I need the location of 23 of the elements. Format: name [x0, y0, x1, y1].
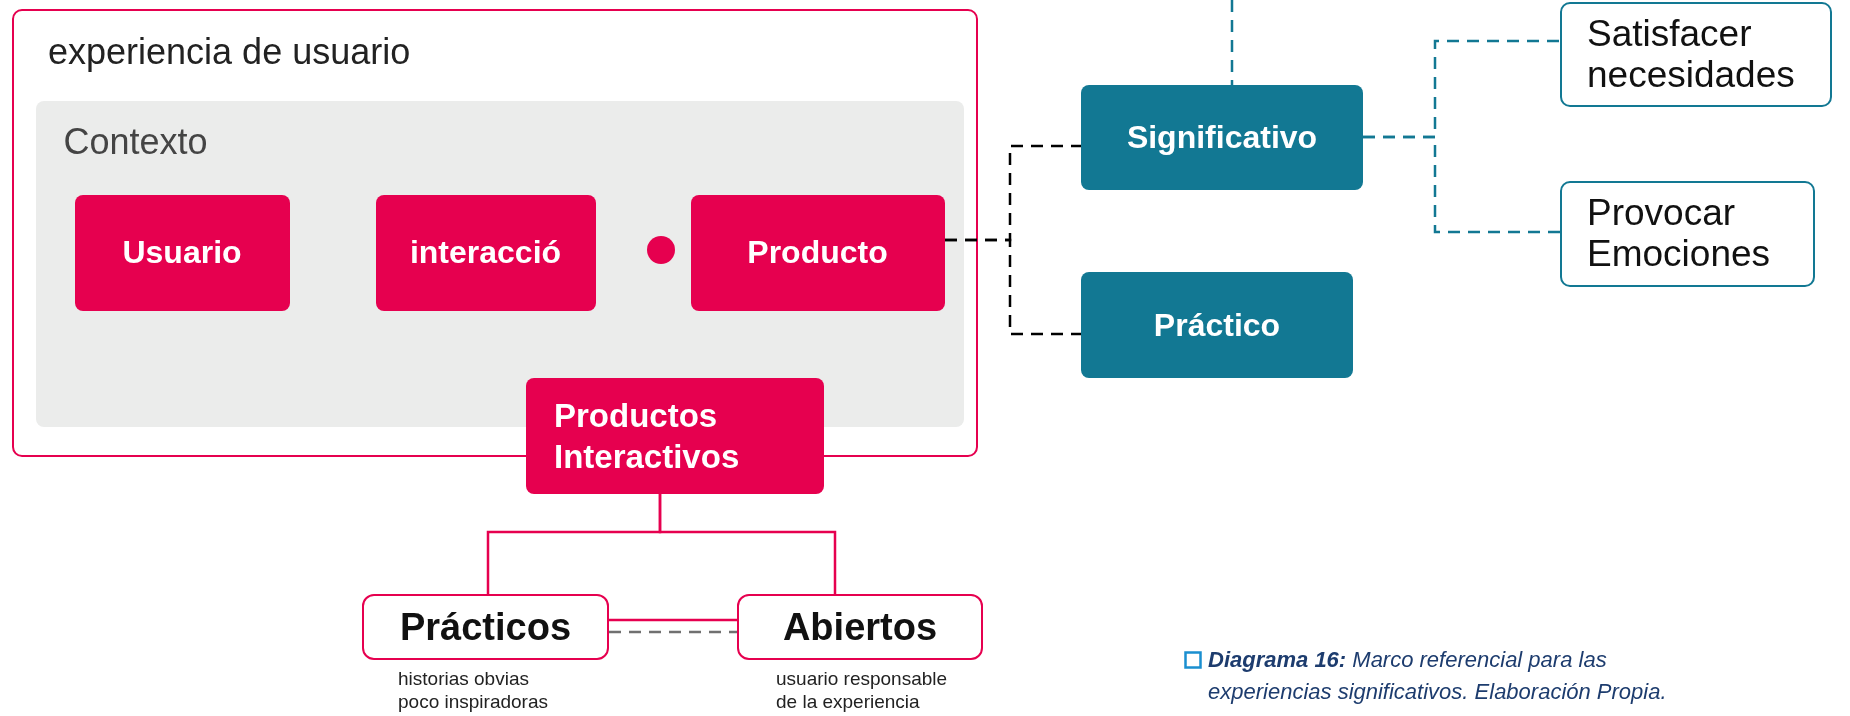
- category-box: Significativo: [1081, 85, 1363, 190]
- node-note: usuario responsable de la experiencia: [776, 668, 949, 714]
- node-note: historias obvias poco inspiradoras: [398, 668, 549, 714]
- context-panel: [35, 100, 964, 427]
- connector-line: [658, 494, 837, 594]
- type-box: Abiertos: [737, 594, 983, 660]
- type-box: Prácticos: [362, 594, 609, 660]
- connector-line: [945, 238, 1081, 336]
- outcome-box: Provocar Emociones: [1560, 181, 1815, 287]
- concept-box: Productos Interactivos: [526, 378, 824, 494]
- group-title: Contexto: [63, 120, 208, 163]
- concept-box: Usuario: [74, 194, 290, 311]
- connector-line: [609, 630, 737, 634]
- category-box: Práctico: [1081, 272, 1353, 378]
- connector-line: [1230, 0, 1234, 85]
- connector-line: [609, 618, 737, 622]
- dot-marker: [646, 235, 675, 264]
- caption: Diagrama 16: Marco referencial para las experiencias significativos. Elaboración Propia.: [1208, 646, 1668, 706]
- concept-box: interacció: [375, 194, 596, 311]
- group-title: experiencia de usuario: [48, 31, 411, 73]
- concept-box: Producto: [690, 194, 945, 311]
- connector-line: [1363, 135, 1560, 234]
- outcome-box: Satisfacer necesidades: [1560, 2, 1832, 107]
